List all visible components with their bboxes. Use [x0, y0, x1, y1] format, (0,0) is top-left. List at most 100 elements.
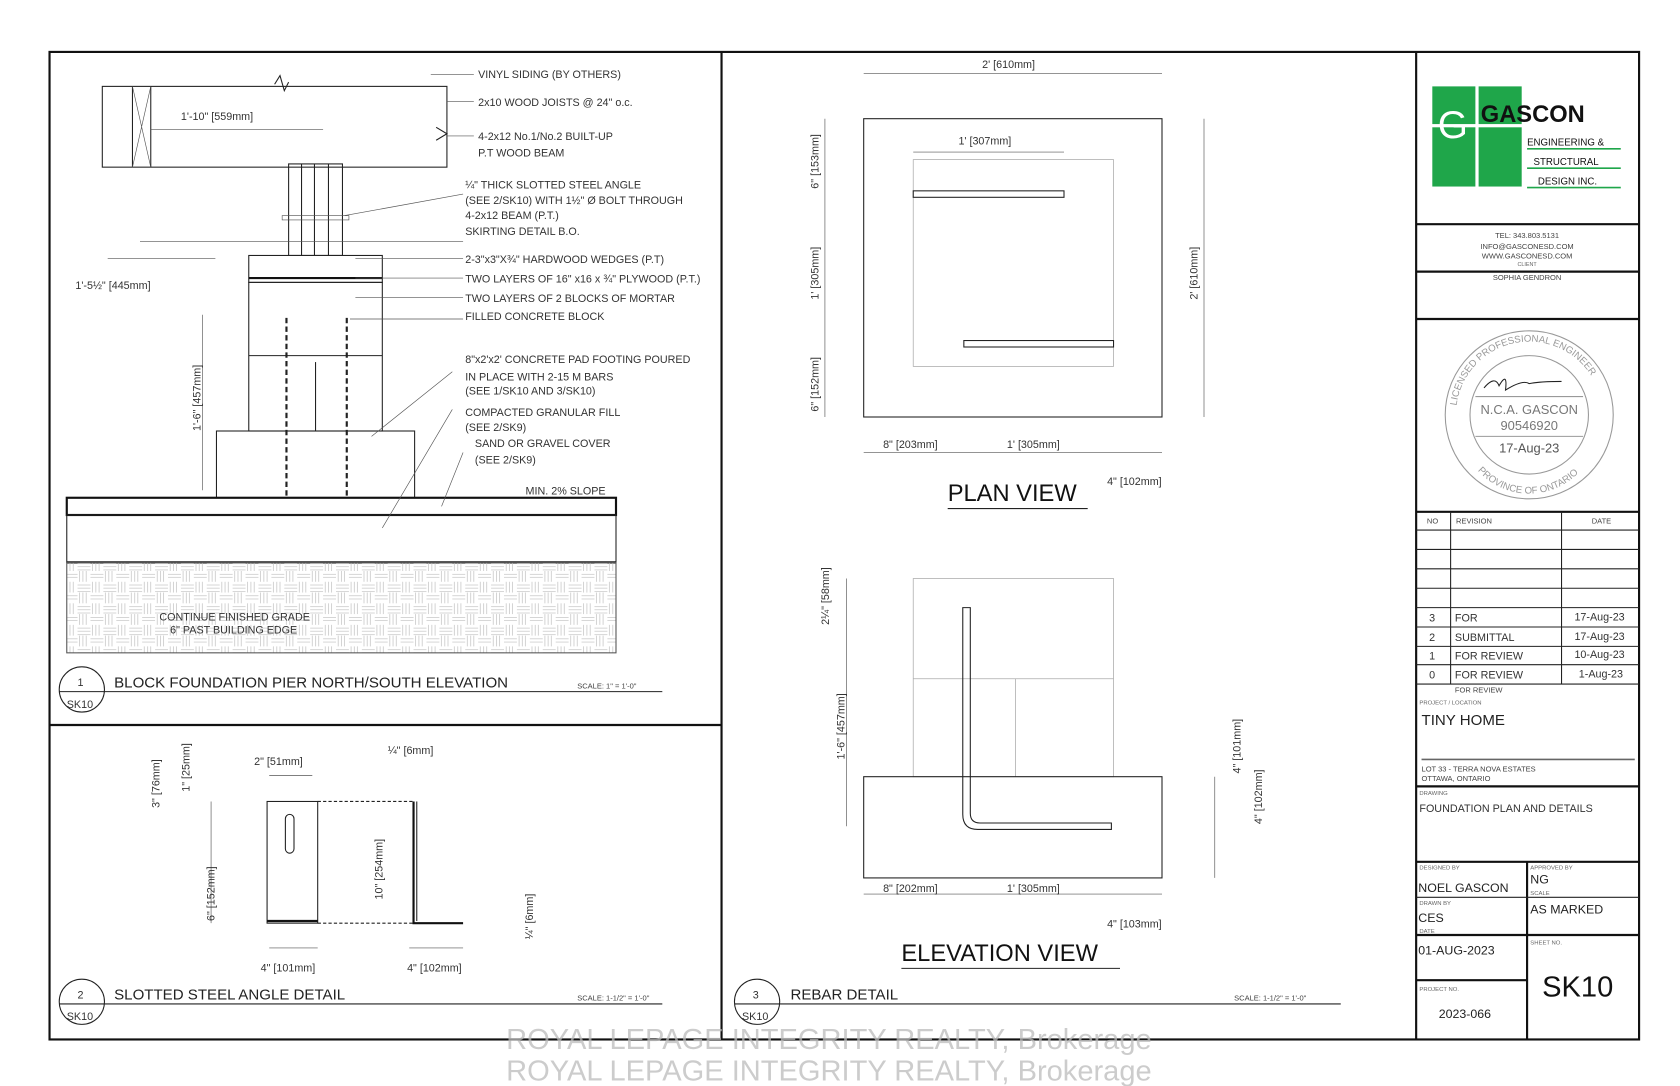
svg-text:4" [102mm]: 4" [102mm]: [1253, 769, 1265, 824]
svg-text:2' [610mm]: 2' [610mm]: [1189, 247, 1201, 300]
svg-text:TWO LAYERS OF 16" x16 x ¾" PLY: TWO LAYERS OF 16" x16 x ¾" PLYWOOD (P.T.…: [465, 273, 700, 285]
svg-text:17-Aug-23: 17-Aug-23: [1574, 612, 1624, 624]
svg-text:BLOCK FOUNDATION PIER NORTH/SO: BLOCK FOUNDATION PIER NORTH/SOUTH ELEVAT…: [114, 674, 508, 691]
svg-text:(SEE 2/SK10) WITH 1½" Ø BOLT T: (SEE 2/SK10) WITH 1½" Ø BOLT THROUGH: [465, 195, 683, 207]
svg-text:1-Aug-23: 1-Aug-23: [1579, 669, 1623, 681]
svg-text:10" [254mm]: 10" [254mm]: [373, 839, 385, 900]
svg-text:1" [25mm]: 1" [25mm]: [181, 743, 193, 792]
svg-text:2x10 WOOD JOISTS @ 24" o.c.: 2x10 WOOD JOISTS @ 24" o.c.: [478, 97, 633, 109]
svg-text:1: 1: [1429, 650, 1435, 662]
svg-text:AS MARKED: AS MARKED: [1530, 902, 1603, 916]
svg-text:N.C.A. GASCON: N.C.A. GASCON: [1480, 402, 1578, 417]
svg-text:2" [51mm]: 2" [51mm]: [254, 756, 303, 768]
svg-text:P.T WOOD BEAM: P.T WOOD BEAM: [478, 147, 564, 159]
detail-3-callout: 3 SK10 REBAR DETAIL SCALE: 1-1/2" = 1'-0…: [733, 978, 1341, 1025]
svg-text:6" [152mm]: 6" [152mm]: [205, 866, 217, 921]
svg-text:1'-6" [457mm]: 1'-6" [457mm]: [191, 365, 203, 431]
svg-text:LOT 33 - TERRA NOVA ESTATES: LOT 33 - TERRA NOVA ESTATES: [1422, 764, 1536, 773]
svg-text:1'-6" [457mm]: 1'-6" [457mm]: [835, 693, 847, 759]
svg-text:SCALE: 1" = 1'-0": SCALE: 1" = 1'-0": [577, 681, 637, 690]
svg-text:4" [103mm]: 4" [103mm]: [1107, 918, 1162, 930]
svg-text:0: 0: [1429, 670, 1435, 682]
svg-text:ENGINEERING &: ENGINEERING &: [1527, 138, 1605, 149]
plan-view: 2' [610mm] 1' [307mm] 2' [610mm] 6" [153…: [809, 59, 1205, 510]
signature: [1483, 378, 1562, 392]
svg-text:APPROVED BY: APPROVED BY: [1530, 865, 1572, 871]
sheet-border: [48, 50, 1641, 1041]
svg-text:4-2x12 No.1/No.2 BUILT-UP: 4-2x12 No.1/No.2 BUILT-UP: [478, 131, 613, 143]
svg-text:FOR REVIEW: FOR REVIEW: [1455, 650, 1524, 662]
svg-text:8"x2'x2' CONCRETE PAD FOOTING: 8"x2'x2' CONCRETE PAD FOOTING POURED: [465, 354, 690, 366]
svg-text:PROJECT / LOCATION: PROJECT / LOCATION: [1419, 701, 1481, 707]
svg-text:REBAR DETAIL: REBAR DETAIL: [790, 987, 898, 1004]
svg-text:CONTINUE FINISHED GRADE: CONTINUE FINISHED GRADE: [159, 612, 310, 624]
svg-text:SK10: SK10: [67, 1011, 93, 1023]
svg-text:SHEET NO.: SHEET NO.: [1530, 941, 1562, 947]
svg-text:¼" [6mm]: ¼" [6mm]: [388, 745, 434, 757]
svg-text:1'-10" [559mm]: 1'-10" [559mm]: [181, 111, 253, 123]
svg-text:TEL: 343.803.5131: TEL: 343.803.5131: [1495, 231, 1559, 240]
svg-text:2023-066: 2023-066: [1439, 1007, 1491, 1021]
svg-text:8" [203mm]: 8" [203mm]: [883, 439, 938, 451]
svg-text:SK10: SK10: [742, 1011, 768, 1023]
svg-text:6" [152mm]: 6" [152mm]: [809, 357, 821, 412]
svg-text:VINYL SIDING (BY OTHERS): VINYL SIDING (BY OTHERS): [478, 69, 621, 81]
svg-text:WWW.GASCONESD.COM: WWW.GASCONESD.COM: [1482, 252, 1573, 261]
svg-text:G: G: [1438, 104, 1468, 147]
svg-text:IN PLACE WITH 2-15 M BARS: IN PLACE WITH 2-15 M BARS: [465, 371, 613, 383]
title-block: G GASCON ENGINEERING & STRUCTURAL DESIGN…: [1416, 86, 1640, 1040]
svg-text:CLIENT: CLIENT: [1518, 262, 1538, 268]
svg-text:REVISION: REVISION: [1456, 517, 1492, 526]
svg-text:COMPACTED GRANULAR FILL: COMPACTED GRANULAR FILL: [465, 407, 620, 419]
svg-text:1' [305mm]: 1' [305mm]: [1007, 883, 1060, 895]
svg-text:DESIGNED BY: DESIGNED BY: [1419, 865, 1459, 871]
detail-2-steel-angle: 2" [51mm] ¼" [6mm] 3" [76mm] 1" [25mm] 6…: [58, 743, 663, 1025]
svg-text:1: 1: [78, 677, 84, 689]
svg-text:SK10: SK10: [1542, 971, 1613, 1003]
svg-text:SAND OR GRAVEL COVER: SAND OR GRAVEL COVER: [475, 438, 611, 450]
svg-text:4-2x12 BEAM (P.T.): 4-2x12 BEAM (P.T.): [465, 210, 559, 222]
svg-text:1' [305mm]: 1' [305mm]: [1007, 439, 1060, 451]
svg-text:NO: NO: [1427, 517, 1438, 526]
svg-text:2: 2: [78, 990, 84, 1002]
revision-row: 1 FOR REVIEW 10-Aug-23: [1429, 649, 1625, 662]
detail-1-pier-elevation: 1'-10" [559mm] 1'-5½" [445mm] 1'-6" [457…: [58, 69, 700, 713]
svg-text:2: 2: [1429, 632, 1435, 644]
svg-text:4" [102mm]: 4" [102mm]: [1107, 476, 1162, 488]
svg-text:SLOTTED STEEL ANGLE DETAIL: SLOTTED STEEL ANGLE DETAIL: [114, 987, 345, 1004]
svg-text:1' [307mm]: 1' [307mm]: [958, 136, 1011, 148]
svg-text:17-Aug-23: 17-Aug-23: [1499, 441, 1559, 456]
svg-text:DATE: DATE: [1592, 517, 1612, 526]
svg-text:TWO LAYERS OF 2 BLOCKS OF MORT: TWO LAYERS OF 2 BLOCKS OF MORTAR: [465, 293, 675, 305]
watermark: ROYAL LEPAGE INTEGRITY REALTY, Brokerage…: [506, 1024, 1152, 1086]
svg-text:DRAWN BY: DRAWN BY: [1419, 901, 1451, 907]
svg-text:NOEL GASCON: NOEL GASCON: [1418, 881, 1508, 895]
company-logo: G GASCON ENGINEERING & STRUCTURAL DESIGN…: [1432, 86, 1621, 189]
svg-text:FILLED CONCRETE BLOCK: FILLED CONCRETE BLOCK: [465, 311, 605, 323]
svg-text:SK10: SK10: [67, 699, 93, 711]
svg-text:FOR REVIEW: FOR REVIEW: [1455, 670, 1524, 682]
svg-text:CES: CES: [1418, 911, 1443, 925]
svg-text:17-Aug-23: 17-Aug-23: [1574, 631, 1624, 643]
svg-text:INFO@GASCONESD.COM: INFO@GASCONESD.COM: [1480, 242, 1573, 251]
svg-text:SCALE: 1-1/2" = 1'-0": SCALE: 1-1/2" = 1'-0": [577, 994, 649, 1003]
svg-text:10-Aug-23: 10-Aug-23: [1574, 649, 1624, 661]
svg-text:2-3"x3"X¾" HARDWOOD WEDGES (P.: 2-3"x3"X¾" HARDWOOD WEDGES (P.T): [465, 254, 664, 266]
svg-text:6" [153mm]: 6" [153mm]: [809, 134, 821, 189]
svg-text:FOUNDATION PLAN AND DETAILS: FOUNDATION PLAN AND DETAILS: [1419, 803, 1592, 815]
svg-text:2¼" [58mm]: 2¼" [58mm]: [820, 567, 832, 625]
svg-text:4" [101mm]: 4" [101mm]: [1232, 719, 1244, 774]
svg-text:PROJECT NO.: PROJECT NO.: [1419, 987, 1459, 993]
svg-text:GASCON: GASCON: [1481, 102, 1585, 128]
svg-text:8" [202mm]: 8" [202mm]: [883, 883, 938, 895]
svg-text:6" PAST BUILDING EDGE: 6" PAST BUILDING EDGE: [170, 624, 297, 636]
svg-text:2' [610mm]: 2' [610mm]: [982, 59, 1035, 71]
svg-text:FOR REVIEW: FOR REVIEW: [1455, 686, 1504, 695]
svg-text:ELEVATION VIEW: ELEVATION VIEW: [901, 941, 1098, 967]
elevation-view: 2¼" [58mm] 1'-6" [457mm] 4" [101mm] 4" […: [820, 567, 1265, 969]
svg-text:DRAWING: DRAWING: [1419, 791, 1448, 797]
